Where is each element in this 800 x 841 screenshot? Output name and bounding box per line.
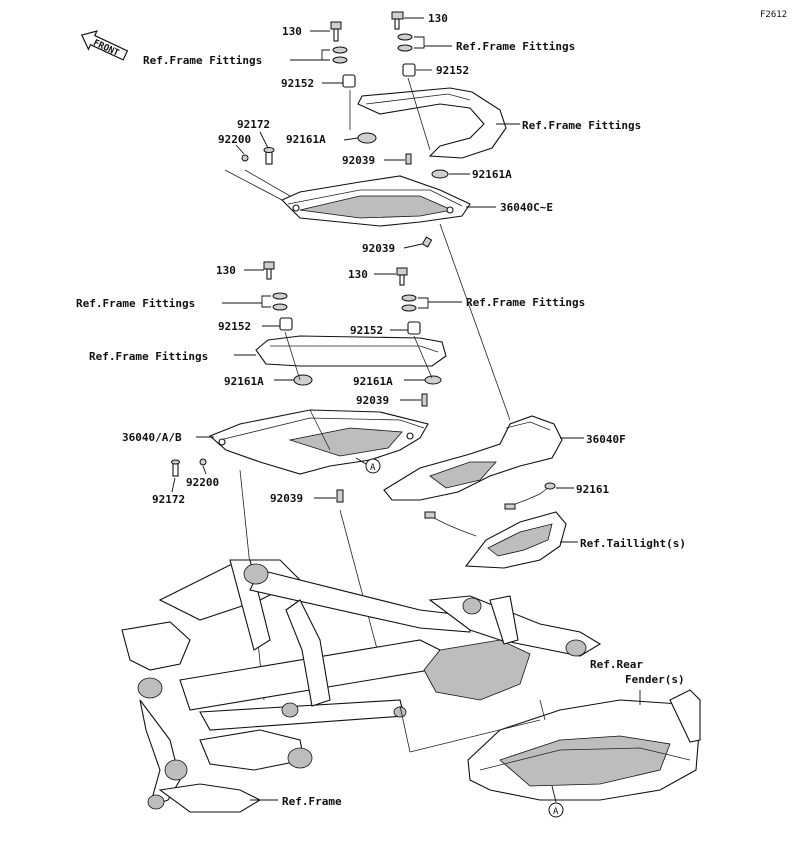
side-cover-36040C-E [281, 175, 471, 227]
clip-92039-bottom [336, 489, 344, 503]
bolt-130-mid-left [263, 261, 275, 280]
label-92152-mid-left: 92152 [218, 320, 251, 333]
screw-92172-low [171, 459, 180, 477]
label-92152-top-left: 92152 [281, 77, 314, 90]
label-36040F: 36040F [586, 433, 626, 446]
label-92200-low: 92200 [186, 476, 219, 489]
label-ref-ff-top-right: Ref.Frame Fittings [456, 40, 575, 53]
label-ref-frame: Ref.Frame [282, 795, 342, 808]
collar-92152-top-right [402, 63, 416, 77]
bolt-130-mid-right [396, 267, 408, 286]
washers-top-right [397, 33, 413, 52]
rear-fender [467, 689, 701, 801]
motorcycle-frame [121, 559, 602, 813]
bolt-130-top-right [391, 11, 404, 30]
label-ref-ff-mid-left: Ref.Frame Fittings [76, 297, 195, 310]
label-92152-top-right: 92152 [436, 64, 469, 77]
label-ref-ff-mid-right: Ref.Frame Fittings [466, 296, 585, 309]
label-ref-ff-grip: Ref.Frame Fittings [522, 119, 641, 132]
washer-92200-low [199, 458, 207, 466]
grommet-92161 [504, 482, 556, 510]
collar-92152-mid-right [407, 321, 421, 335]
side-cover-36040-A-B [208, 409, 429, 475]
svg-text:A: A [553, 807, 559, 817]
bolt-130-top-left [330, 21, 342, 42]
label-92161A-mid-right: 92161A [353, 375, 393, 388]
washers-mid-left [272, 292, 288, 311]
label-36040C-E: 36040C~E [500, 201, 553, 214]
washer-92200-upper [241, 154, 249, 162]
grab-bar-middle [255, 335, 447, 367]
label-92161A-top-right: 92161A [472, 168, 512, 181]
diagram-code: F2612 [760, 10, 787, 20]
washers-top-left [332, 46, 348, 64]
label-92161: 92161 [576, 483, 609, 496]
label-92161A-top-left: 92161A [286, 133, 326, 146]
grommet-92161A-upper-right [431, 169, 449, 179]
grommet-92161A-mid-right [424, 375, 442, 385]
label-92161A-mid-left: 92161A [224, 375, 264, 388]
label-130-top-right: 130 [428, 12, 448, 25]
collar-92152-mid-left [279, 317, 293, 331]
label-92039-low: 92039 [356, 394, 389, 407]
label-92039-bottom: 92039 [270, 492, 303, 505]
label-92200-top: 92200 [218, 133, 251, 146]
label-92152-mid-right: 92152 [350, 324, 383, 337]
clip-92039-upper [405, 153, 412, 165]
label-130-mid-right: 130 [348, 268, 368, 281]
svg-text:A: A [370, 463, 376, 473]
tail-cover-36040F [383, 415, 563, 501]
collar-92152-top-left [342, 74, 356, 88]
marker-a-upper: A [365, 458, 381, 474]
grommet-92161A-upper-left [357, 132, 377, 144]
label-130-mid-left: 130 [216, 264, 236, 277]
marker-a-lower: A [548, 802, 564, 818]
taillight [424, 511, 567, 569]
label-92039-mid: 92039 [362, 242, 395, 255]
label-ref-taillight: Ref.Taillight(s) [580, 537, 686, 550]
front-arrow-icon: FRONT [80, 30, 129, 61]
label-92172-low: 92172 [152, 493, 185, 506]
label-92039-top: 92039 [342, 154, 375, 167]
clip-92039-mid [421, 236, 433, 248]
clip-92039-low [421, 393, 428, 407]
grommet-92161A-mid-left [293, 374, 313, 386]
label-92172-top: 92172 [237, 118, 270, 131]
label-ref-ff-bar: Ref.Frame Fittings [89, 350, 208, 363]
grip-handle-upper [357, 87, 507, 159]
label-130-top-left: 130 [282, 25, 302, 38]
label-ref-ff-top-left: Ref.Frame Fittings [143, 54, 262, 67]
label-ref-rear-fender-2: Fender(s) [625, 673, 685, 686]
washers-mid-right [401, 294, 417, 312]
label-ref-rear-fender-1: Ref.Rear [590, 658, 643, 671]
label-36040-A-B: 36040/A/B [122, 431, 182, 444]
screw-92172-upper [263, 147, 275, 165]
